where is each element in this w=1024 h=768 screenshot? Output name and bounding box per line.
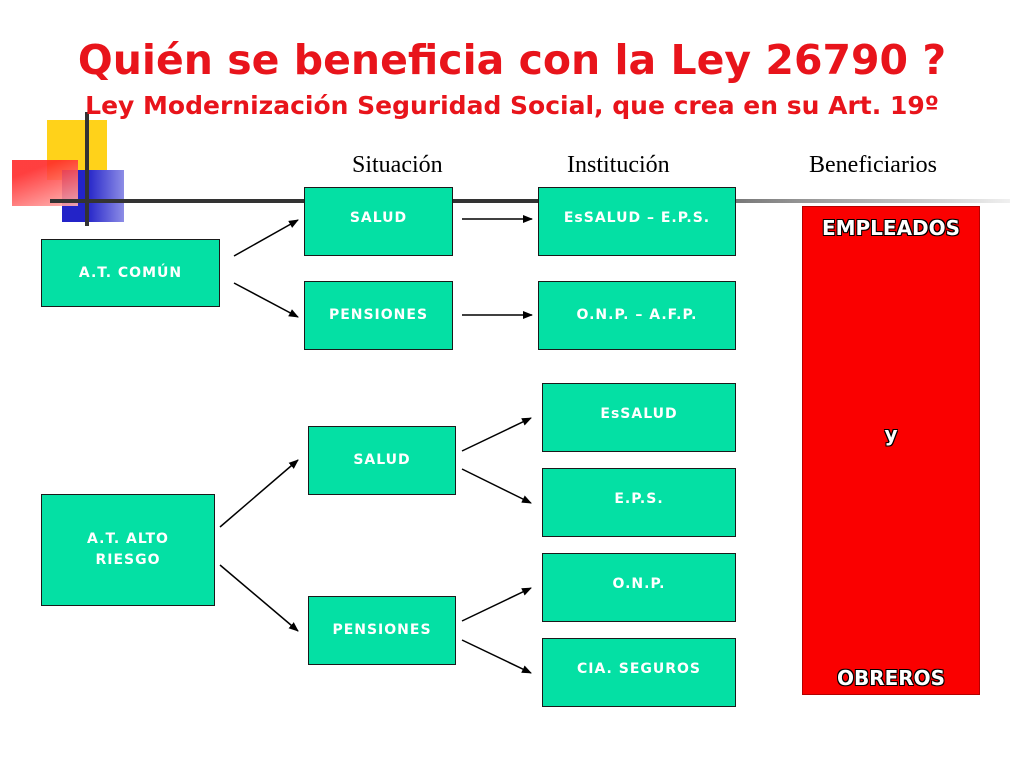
comun-essalud-eps-label: EsSALUD – E.P.S. (563, 210, 711, 226)
comun-essalud-eps-box: EsSALUD – E.P.S. (538, 187, 736, 256)
at-comun-label: A.T. COMÚN (78, 264, 183, 281)
comun-onp-afp-label: O.N.P. – A.F.P. (576, 307, 698, 323)
arrow-salud-to-eps (461, 468, 532, 504)
alto-essalud-label: EsSALUD (600, 406, 678, 422)
alto-salud-box: SALUD (308, 426, 456, 495)
page-subtitle: Ley Modernización Seguridad Social, que … (85, 91, 939, 120)
horizontal-line (50, 199, 1010, 203)
comun-salud-box: SALUD (304, 187, 453, 256)
alto-salud-label: SALUD (353, 452, 411, 468)
column-header-institucion: Institución (567, 152, 670, 178)
arrow-alto-to-salud (219, 459, 299, 528)
page-title: Quién se beneficia con la Ley 26790 ? (77, 36, 947, 84)
beneficiarios-obreros: OBREROS (836, 666, 946, 690)
alto-onp-label: O.N.P. (612, 576, 666, 592)
alto-pensiones-label: PENSIONES (332, 622, 432, 638)
arrow-comun-to-salud (233, 219, 299, 257)
at-alto-riesgo-box: A.T. ALTO RIESGO (41, 494, 215, 606)
at-comun-box: A.T. COMÚN (41, 239, 220, 307)
alto-onp-box: O.N.P. (542, 553, 736, 622)
comun-salud-label: SALUD (349, 210, 408, 226)
comun-pensiones-box: PENSIONES (304, 281, 453, 350)
at-alto-riesgo-label-line2: RIESGO (95, 552, 161, 568)
alto-cia-seguros-label: CIA. SEGUROS (576, 661, 702, 677)
beneficiarios-y: y (884, 422, 898, 446)
alto-cia-seguros-box: CIA. SEGUROS (542, 638, 736, 707)
at-alto-riesgo-label-line1: A.T. ALTO (87, 531, 169, 547)
arrow-alto-to-pensiones (219, 564, 299, 632)
alto-pensiones-box: PENSIONES (308, 596, 456, 665)
alto-eps-label: E.P.S. (614, 491, 664, 507)
arrow-comun-to-pensiones (233, 282, 299, 318)
beneficiarios-empleados: EMPLEADOS (821, 216, 961, 240)
alto-eps-box: E.P.S. (542, 468, 736, 537)
comun-pensiones-label: PENSIONES (328, 307, 429, 323)
arrow-pensiones-to-cia (461, 639, 532, 674)
column-header-beneficiarios: Beneficiarios (809, 152, 937, 178)
vertical-line (85, 112, 89, 226)
column-header-situacion: Situación (352, 152, 443, 178)
alto-essalud-box: EsSALUD (542, 383, 736, 452)
arrow-salud-to-essalud (461, 417, 532, 452)
red-square (12, 160, 78, 206)
beneficiarios-panel: EMPLEADOS y OBREROS (802, 206, 980, 695)
comun-onp-afp-box: O.N.P. – A.F.P. (538, 281, 736, 350)
arrow-pensiones-to-onp (461, 587, 532, 622)
